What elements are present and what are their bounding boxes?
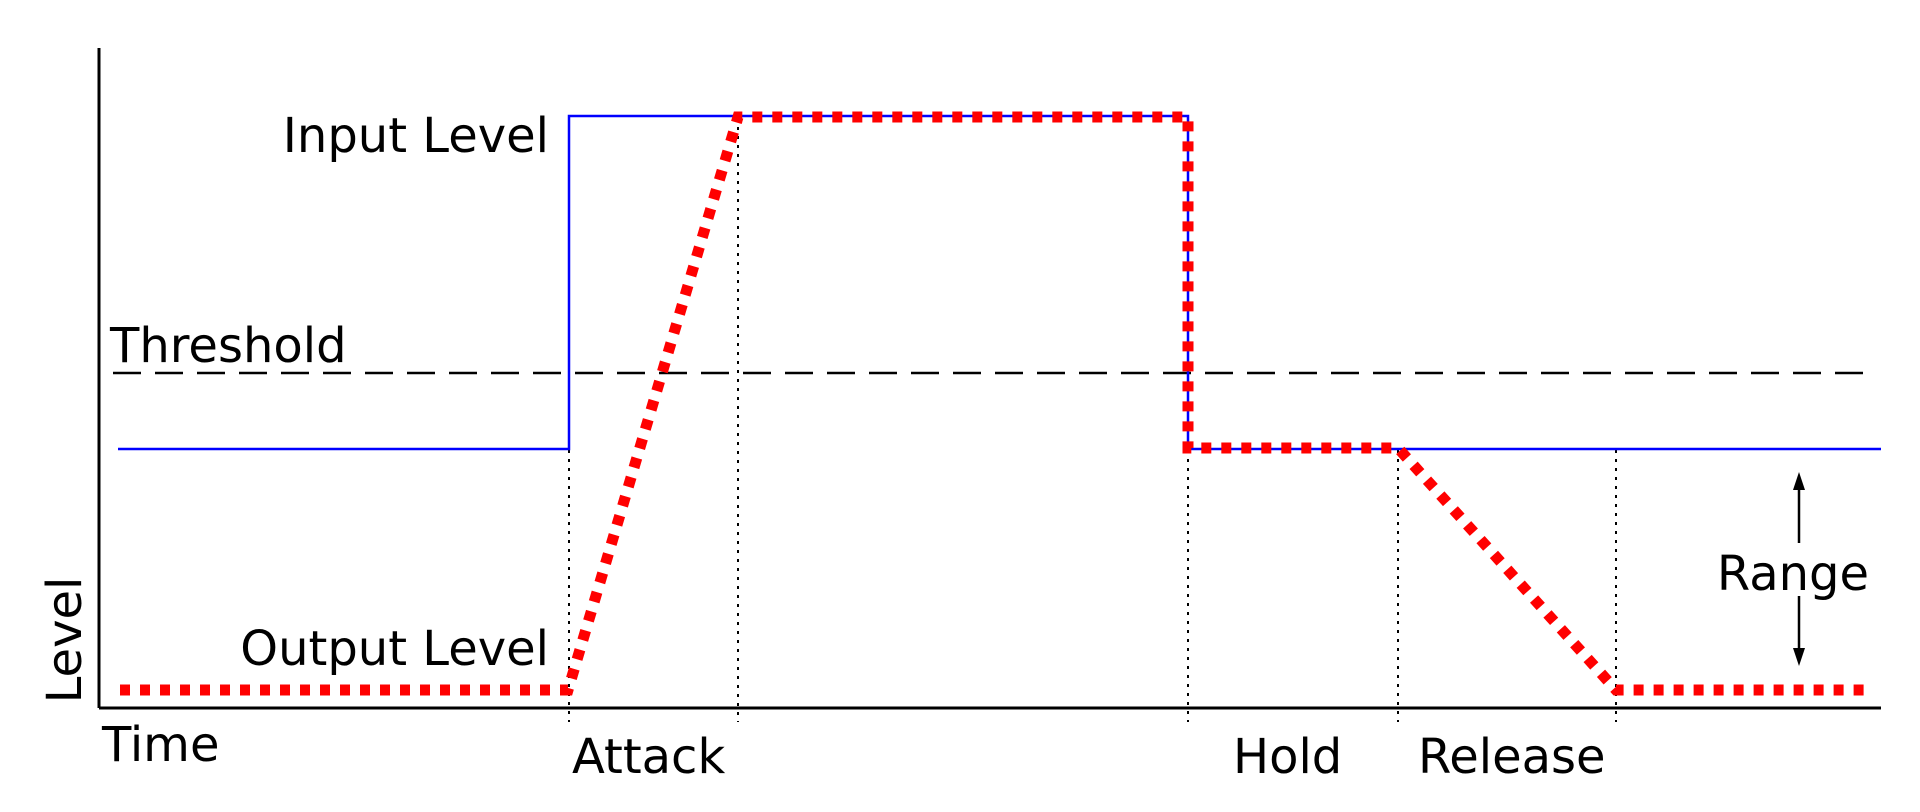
range-label: Range [1717,546,1869,602]
phase-markers [568,118,1617,722]
input-level-line [118,114,1881,451]
threshold-label: Threshold [109,318,347,374]
hold-label: Hold [1233,729,1342,785]
release-label: Release [1418,729,1606,785]
output-level-label: Output Level [240,621,549,677]
range-arrow [1793,472,1805,666]
y-axis-label: Level [37,577,93,704]
attack-label: Attack [572,729,725,785]
input-level-label: Input Level [283,108,549,164]
x-axis-label: Time [101,717,219,773]
output-level-line [120,111,1871,696]
